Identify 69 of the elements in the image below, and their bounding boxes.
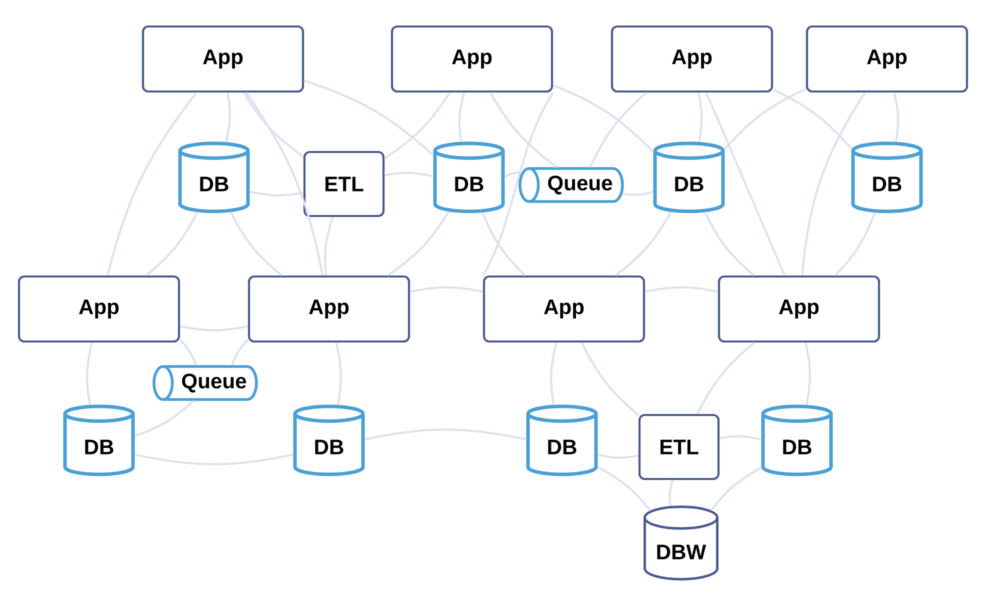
connector-line	[724, 88, 806, 150]
connector-line	[384, 92, 451, 160]
connector-line	[668, 480, 674, 506]
process-box: App	[390, 25, 554, 93]
connector-line	[552, 84, 654, 153]
connector-line	[598, 454, 639, 459]
connector-line	[387, 210, 450, 276]
connector-line	[705, 92, 786, 276]
connector-line	[324, 216, 334, 276]
database-cylinder: DB	[293, 404, 365, 476]
connector-line	[589, 92, 648, 168]
connector-line	[615, 211, 672, 276]
connector-line	[481, 212, 526, 276]
connector-line	[772, 88, 853, 150]
connector-line	[134, 400, 194, 437]
database-cylinder: DB	[761, 404, 833, 476]
connector-line	[580, 342, 640, 416]
process-box: App	[248, 275, 410, 343]
connector-line	[597, 466, 652, 512]
connector-line	[225, 92, 231, 142]
process-box: App	[806, 25, 968, 93]
connector-line	[146, 212, 198, 276]
connector-line	[250, 190, 304, 196]
process-box: App	[610, 25, 774, 93]
connector-line	[335, 342, 342, 406]
connector-line	[697, 92, 703, 142]
process-box: App	[482, 275, 646, 343]
connector-line	[243, 92, 304, 158]
connector-line	[704, 212, 755, 276]
queue-cylinder: Queue	[518, 167, 624, 203]
connector-line	[86, 342, 93, 406]
connector-line	[410, 286, 484, 293]
connector-line	[622, 190, 654, 196]
process-box: App	[142, 25, 304, 93]
connector-line	[504, 171, 522, 178]
process-box: ETL	[638, 414, 720, 480]
database-cylinder: DB	[851, 142, 923, 214]
connector-line	[231, 338, 249, 366]
connector-line	[179, 338, 197, 366]
connector-line	[134, 454, 294, 466]
connector-line	[719, 435, 762, 440]
database-cylinder: DB	[178, 142, 250, 214]
database-cylinder: DB	[433, 142, 505, 214]
connector-line	[106, 92, 198, 276]
connector-line	[304, 80, 434, 156]
process-box: ETL	[303, 150, 385, 218]
connector-line	[550, 342, 558, 406]
connector-line	[482, 92, 554, 276]
database-cylinder: DBW	[644, 506, 718, 580]
database-cylinder: DB	[653, 142, 725, 214]
database-cylinder: DB	[63, 404, 135, 476]
connector-line	[230, 212, 282, 276]
connector-line	[489, 92, 558, 168]
connector-line	[801, 92, 866, 276]
connector-line	[180, 325, 248, 332]
connector-line	[834, 212, 876, 276]
connector-line	[893, 92, 900, 142]
connector-line	[364, 428, 526, 440]
connector-line	[804, 342, 811, 406]
connector-line	[384, 172, 434, 178]
connector-line	[696, 342, 756, 414]
connector-line	[246, 92, 324, 276]
connector-line	[710, 466, 762, 512]
connector-line	[644, 286, 718, 293]
process-box: App	[718, 275, 880, 343]
connector-line	[458, 92, 466, 142]
process-box: App	[18, 275, 180, 343]
queue-cylinder: Queue	[152, 365, 258, 401]
database-cylinder: DB	[526, 404, 598, 476]
